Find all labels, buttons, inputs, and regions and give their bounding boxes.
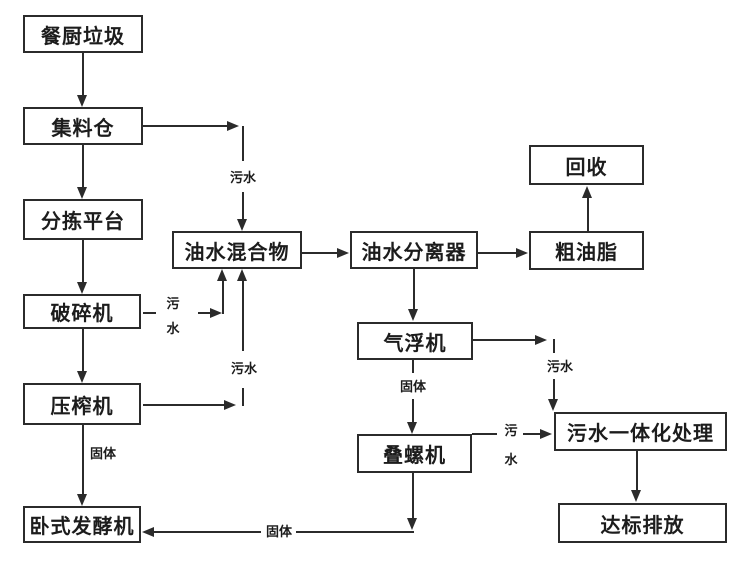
edge-label-sewage-vertical: 污水 <box>165 291 181 341</box>
node-sorting-platform: 分拣平台 <box>23 199 143 240</box>
connector-line <box>222 280 224 314</box>
arrowhead-up-icon <box>217 269 227 281</box>
connector-line <box>296 531 414 533</box>
arrowhead-down-icon <box>408 309 418 321</box>
edge-label-solid: 固体 <box>87 446 119 462</box>
connector-line <box>242 280 244 351</box>
connector-line <box>473 339 536 341</box>
edge-label-solid: 固体 <box>262 524 296 540</box>
connector-line <box>523 433 541 435</box>
arrowhead-right-icon <box>540 429 552 439</box>
connector-line <box>636 451 638 491</box>
edge-label-sewage-vertical: 污水 <box>503 416 519 474</box>
arrowhead-right-icon <box>227 121 239 131</box>
connector-line <box>413 269 415 310</box>
node-collection-bin: 集料仓 <box>23 107 143 145</box>
node-air-flotation-machine: 气浮机 <box>357 322 473 360</box>
arrowhead-down-icon <box>77 187 87 199</box>
arrowhead-right-icon <box>210 308 222 318</box>
arrowhead-right-icon <box>535 335 547 345</box>
node-oil-water-separator: 油水分离器 <box>350 231 478 269</box>
connector-line <box>143 312 156 314</box>
edge-label-sewage: 污水 <box>228 361 260 377</box>
arrowhead-down-icon <box>548 399 558 411</box>
node-compliant-discharge: 达标排放 <box>558 503 727 543</box>
connector-line <box>143 125 228 127</box>
connector-line <box>302 252 338 254</box>
node-integrated-sewage-treatment: 污水一体化处理 <box>554 412 727 451</box>
connector-line <box>82 145 84 187</box>
connector-line <box>412 473 414 519</box>
arrowhead-down-icon <box>407 518 417 530</box>
arrowhead-down-icon <box>77 282 87 294</box>
edge-label-sewage: 污水 <box>227 170 259 186</box>
connector-line <box>478 252 517 254</box>
connector-line <box>82 425 84 494</box>
connector-line <box>154 531 261 533</box>
node-recycle: 回收 <box>529 145 644 185</box>
node-kitchen-waste: 餐厨垃圾 <box>23 15 143 53</box>
connector-line <box>472 433 497 435</box>
connector-line <box>587 197 589 231</box>
node-crusher: 破碎机 <box>23 294 141 329</box>
arrowhead-right-icon <box>516 248 528 258</box>
connector-line <box>412 399 414 423</box>
arrowhead-down-icon <box>407 422 417 434</box>
node-stacked-screw-machine: 叠螺机 <box>357 434 472 473</box>
arrowhead-up-icon <box>237 269 247 281</box>
arrowhead-down-icon <box>77 371 87 383</box>
node-press-machine: 压榨机 <box>23 383 141 425</box>
connector-line <box>553 379 555 400</box>
connector-line <box>143 404 224 406</box>
connector-line <box>82 53 84 95</box>
arrowhead-down-icon <box>237 219 247 231</box>
arrowhead-down-icon <box>631 490 641 502</box>
node-crude-grease: 粗油脂 <box>529 231 644 270</box>
connector-line <box>242 388 244 406</box>
arrowhead-down-icon <box>77 95 87 107</box>
connector-line <box>82 240 84 282</box>
node-oil-water-mixture: 油水混合物 <box>172 231 302 269</box>
connector-line <box>82 329 84 371</box>
connector-line <box>242 126 244 161</box>
connector-line <box>198 312 211 314</box>
connector-line <box>553 339 555 353</box>
arrowhead-up-icon <box>582 186 592 198</box>
node-horizontal-fermenter: 卧式发酵机 <box>23 506 141 543</box>
edge-label-solid: 固体 <box>397 379 429 395</box>
arrowhead-right-icon <box>337 248 349 258</box>
connector-line <box>242 192 244 220</box>
edge-label-sewage: 污水 <box>544 359 576 375</box>
connector-line <box>412 360 414 373</box>
arrowhead-down-icon <box>77 494 87 506</box>
arrowhead-right-icon <box>224 400 236 410</box>
arrowhead-left-icon <box>142 527 154 537</box>
